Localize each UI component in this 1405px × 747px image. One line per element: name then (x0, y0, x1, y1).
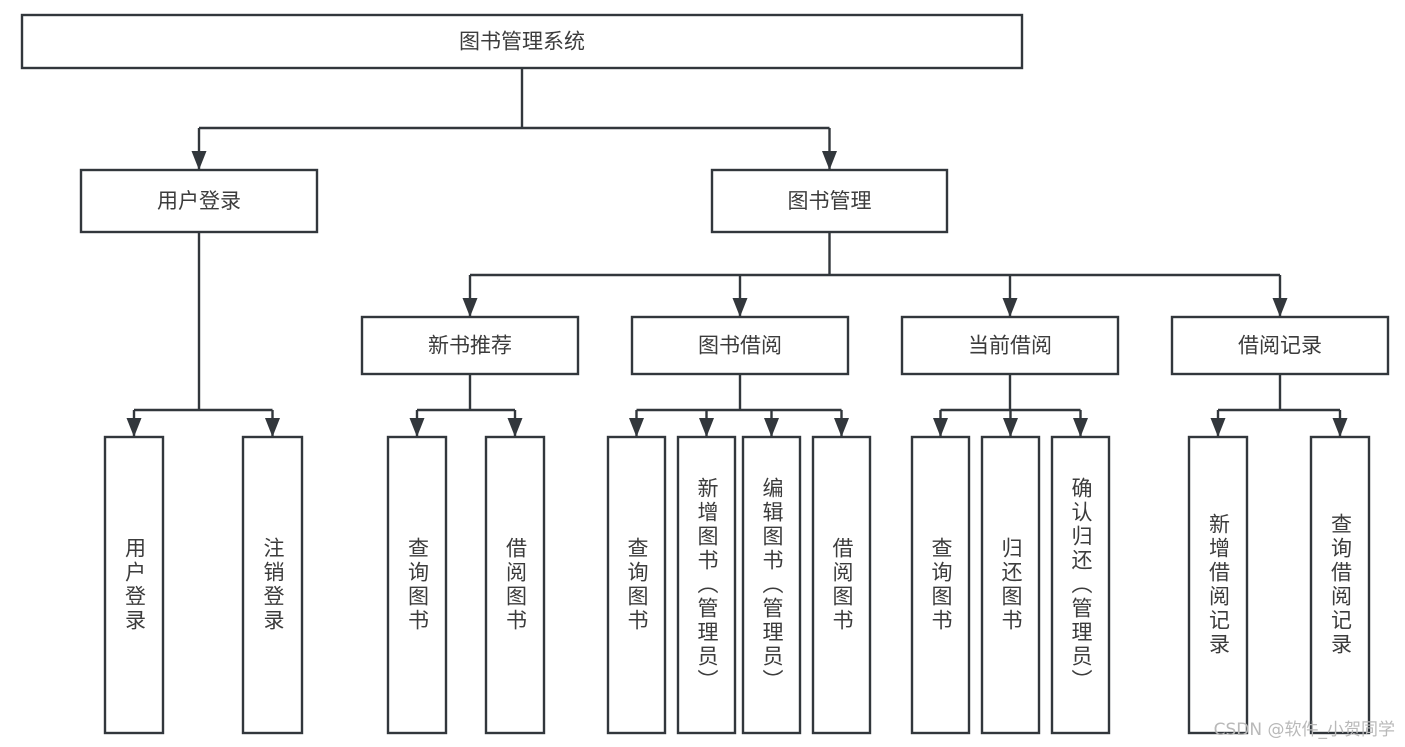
arrow-head-icon (933, 418, 948, 437)
edge-group-records (1210, 374, 1348, 437)
node-box-newbook[interactable] (360, 315, 580, 376)
node-label-borrow: 图书借阅 (698, 334, 782, 358)
arrow-head-icon (1003, 418, 1018, 437)
arrow-head-icon (822, 151, 837, 170)
edge-group-borrow (629, 374, 849, 437)
node-box-bookmgmt[interactable] (710, 168, 949, 234)
node-l6[interactable] (676, 435, 737, 735)
node-box-l5[interactable] (606, 435, 667, 735)
node-newbook[interactable]: 新书推荐 (360, 315, 580, 376)
node-l12[interactable] (1187, 435, 1249, 735)
arrow-head-icon (507, 418, 523, 437)
node-box-records[interactable] (1170, 315, 1390, 376)
node-box-l2[interactable] (241, 435, 304, 735)
node-box-l8[interactable] (811, 435, 872, 735)
arrow-head-icon (1073, 418, 1088, 437)
edge-group-bookmgmt (462, 232, 1288, 317)
node-l1[interactable] (103, 435, 165, 735)
node-box-l10[interactable] (980, 435, 1041, 735)
edge-group-current (933, 374, 1088, 437)
arrow-head-icon (699, 418, 714, 437)
node-box-l12[interactable] (1187, 435, 1249, 735)
node-box-l3[interactable] (386, 435, 448, 735)
node-l8[interactable] (811, 435, 872, 735)
node-l2[interactable] (241, 435, 304, 735)
node-box-borrow[interactable] (630, 315, 850, 376)
edge-group-login (126, 232, 280, 437)
arrow-head-icon (409, 418, 425, 437)
node-box-l6[interactable] (676, 435, 737, 735)
node-l4[interactable] (484, 435, 546, 735)
arrow-head-icon (764, 418, 779, 437)
node-login[interactable]: 用户登录 (79, 168, 319, 234)
node-box-l1[interactable] (103, 435, 165, 735)
node-box-l4[interactable] (484, 435, 546, 735)
arrow-head-icon (732, 298, 748, 317)
node-records[interactable]: 借阅记录 (1170, 315, 1390, 376)
node-box-current[interactable] (900, 315, 1120, 376)
node-l10[interactable] (980, 435, 1041, 735)
node-l9[interactable] (910, 435, 971, 735)
arrow-head-icon (834, 418, 849, 437)
node-label-current: 当前借阅 (968, 334, 1052, 358)
node-box-login[interactable] (79, 168, 319, 234)
node-box-l11[interactable] (1050, 435, 1111, 735)
node-current[interactable]: 当前借阅 (900, 315, 1120, 376)
node-box-l7[interactable] (741, 435, 802, 735)
watermark-credit: CSDN @软件_小贺同学 (1213, 720, 1395, 740)
edges-layer (126, 68, 1348, 437)
node-label-root: 图书管理系统 (459, 30, 585, 54)
node-root[interactable]: 图书管理系统 (20, 13, 1024, 70)
arrow-head-icon (1002, 298, 1018, 317)
arrow-head-icon (462, 298, 478, 317)
arrow-head-icon (1210, 418, 1226, 437)
node-box-l9[interactable] (910, 435, 971, 735)
arrow-head-icon (1272, 298, 1288, 317)
node-l5[interactable] (606, 435, 667, 735)
arrow-head-icon (191, 151, 207, 170)
node-l7[interactable] (741, 435, 802, 735)
arrow-head-icon (1332, 418, 1348, 437)
node-bookmgmt[interactable]: 图书管理 (710, 168, 949, 234)
node-l11[interactable] (1050, 435, 1111, 735)
node-box-l13[interactable] (1309, 435, 1371, 735)
arrow-head-icon (126, 418, 142, 437)
edge-group-root (191, 68, 837, 170)
node-l3[interactable] (386, 435, 448, 735)
arrow-head-icon (629, 418, 644, 437)
node-box-root[interactable] (20, 13, 1024, 70)
node-label-records: 借阅记录 (1238, 334, 1322, 358)
node-label-bookmgmt: 图书管理 (788, 189, 872, 213)
node-label-login: 用户登录 (157, 189, 241, 213)
node-label-newbook: 新书推荐 (428, 334, 512, 358)
node-l13[interactable] (1309, 435, 1371, 735)
edge-group-newbook (409, 374, 523, 437)
node-borrow[interactable]: 图书借阅 (630, 315, 850, 376)
arrow-head-icon (265, 418, 280, 437)
